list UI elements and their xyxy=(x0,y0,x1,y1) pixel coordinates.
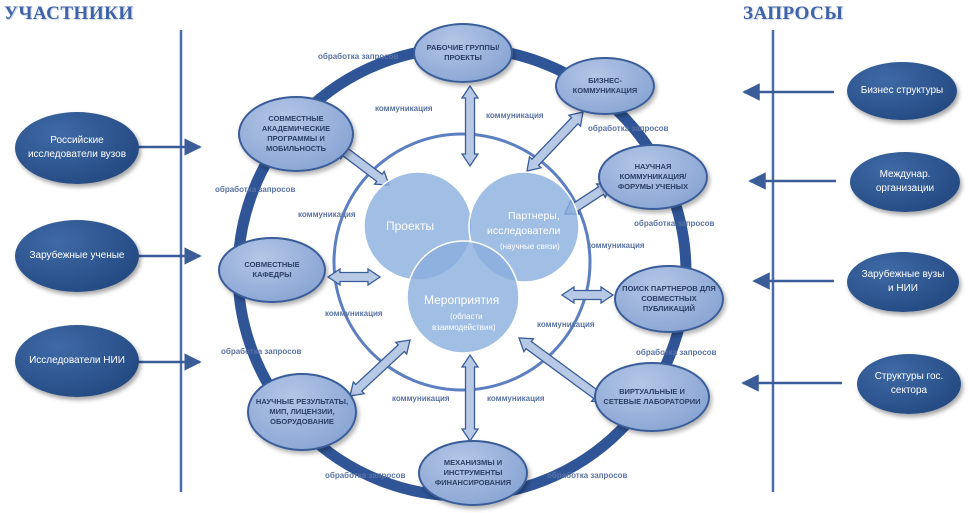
communication-label: коммуникация xyxy=(537,320,595,329)
communication-label: коммуникация xyxy=(486,111,544,120)
venn-partners-label-line2: исследователи xyxy=(487,225,561,237)
communication-label: коммуникация xyxy=(325,309,383,318)
processing-label: обработка запросов xyxy=(325,471,406,480)
ring-node-scientific-results: Научные результаты, МИП, лицензии, обору… xyxy=(247,373,357,451)
processing-label: обработка запросов xyxy=(634,219,715,228)
communication-label: коммуникация xyxy=(587,241,645,250)
venn-projects-label: Проекты xyxy=(386,219,435,233)
ring-node-business-communication: Бизнес-коммуникация xyxy=(555,57,655,115)
request-business-structures: Бизнес структуры xyxy=(847,62,957,120)
communication-label: коммуникация xyxy=(298,210,356,219)
requests-heading: ЗАПРОСЫ xyxy=(743,3,844,24)
ring-node-joint-departments: Совместные кафедры xyxy=(218,237,326,303)
arrow-scientific-results xyxy=(349,339,411,397)
request-foreign-universities: Зарубежные вузы и НИИ xyxy=(847,252,959,312)
ring-node-financing: Механизмы и инструменты финансирования xyxy=(418,440,528,506)
arrow-partner-search xyxy=(560,285,615,305)
processing-label: обработка запросов xyxy=(636,348,717,357)
ring-node-working-groups: Рабочие группы/проекты xyxy=(413,23,513,83)
arrow-working-groups xyxy=(460,84,480,168)
venn-events-sublabel-line1: (области xyxy=(450,312,483,321)
communication-label: коммуникация xyxy=(392,394,450,403)
request-international-organizations: Междунар. организации xyxy=(850,152,960,212)
participant-russian-university-researchers: Российские исследователи вузов xyxy=(15,112,139,184)
ring-node-virtual-labs: Виртуальные и сетевые лаборатории xyxy=(594,362,710,432)
arrow-business-communication xyxy=(526,111,584,172)
participant-research-institutes: Исследователи НИИ xyxy=(15,325,139,397)
ring-node-partner-search: Поиск партнеров для совместных публикаци… xyxy=(614,265,724,333)
inner-ring xyxy=(332,132,592,392)
ring-node-academic-programs: Совместные академические программы и моб… xyxy=(238,96,354,172)
communication-label: коммуникация xyxy=(375,104,433,113)
processing-label: обработка запросов xyxy=(588,124,669,133)
ring-node-scientific-communication: Научная коммуникация/ форумы ученых xyxy=(598,144,708,210)
arrow-financing xyxy=(460,353,480,443)
processing-label: обработка запросов xyxy=(215,185,296,194)
processing-label: обработка запросов xyxy=(221,347,302,356)
arrow-joint-departments xyxy=(326,267,382,287)
participant-foreign-scientists: Зарубежные ученые xyxy=(15,220,139,292)
request-public-sector: Структуры гос. сектора xyxy=(857,354,961,414)
participants-heading: УЧАСТНИКИ xyxy=(4,3,134,24)
venn-partners-label-line1: Партнеры, xyxy=(508,210,560,222)
venn-events-sublabel-line2: взаимодействия) xyxy=(432,323,496,332)
venn-partners-sublabel: (научные связи) xyxy=(500,242,560,251)
processing-label: обработка запросов xyxy=(318,52,399,61)
venn-events-label: Мероприятия xyxy=(424,293,500,307)
communication-label: коммуникация xyxy=(487,394,545,403)
venn-events xyxy=(406,240,520,354)
processing-label: обработка запросов xyxy=(547,471,628,480)
